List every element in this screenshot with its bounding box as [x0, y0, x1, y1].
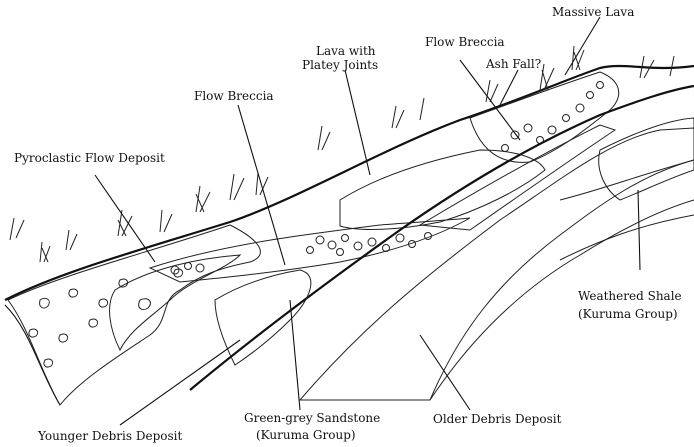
label-lava-platey-2: Platey Joints [302, 58, 378, 72]
label-flow-breccia-mid: Flow Breccia [194, 89, 274, 103]
label-weathered-shale-1: Weathered Shale [578, 289, 682, 303]
ground-surface [5, 66, 694, 300]
label-older-debris: Older Debris Deposit [433, 412, 562, 426]
label-green-grey-1: Green-grey Sandstone [244, 411, 380, 425]
fault-line [190, 86, 694, 390]
shale-lower-curve [560, 215, 694, 260]
label-lava-platey-1: Lava with [316, 44, 376, 58]
label-massive-lava: Massive Lava [552, 5, 634, 19]
flow-breccia-mid-region [150, 218, 470, 282]
sandstone-region [215, 270, 311, 365]
leader-lines [95, 17, 640, 425]
label-green-grey-2: (Kuruma Group) [256, 428, 356, 442]
label-flow-breccia-top: Flow Breccia [425, 35, 505, 49]
older-debris-upper [420, 125, 615, 230]
label-pyroclastic: Pyroclastic Flow Deposit [14, 151, 165, 165]
cobbles-top [502, 82, 604, 152]
weathered-shale-region [599, 118, 694, 200]
label-ash-fall: Ash Fall? [485, 57, 541, 71]
pumice-blobs [29, 269, 183, 367]
label-younger-debris: Younger Debris Deposit [37, 429, 182, 443]
label-weathered-shale-2: (Kuruma Group) [578, 307, 678, 321]
